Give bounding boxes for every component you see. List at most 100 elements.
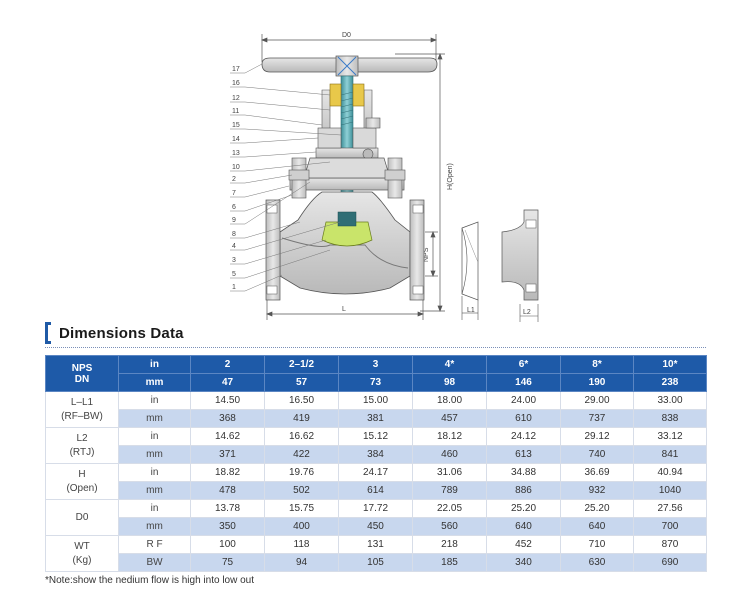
table-cell: 340 bbox=[486, 553, 561, 572]
callout-6: 6 bbox=[232, 204, 236, 211]
callout-9: 9 bbox=[232, 217, 236, 224]
table-cell: 14.50 bbox=[190, 391, 265, 410]
table-cell: 841 bbox=[633, 445, 707, 464]
header-size-in: 2–1/2 bbox=[264, 355, 339, 374]
table-cell: 450 bbox=[338, 517, 413, 536]
row-unit: mm bbox=[118, 517, 191, 536]
row-unit: mm bbox=[118, 445, 191, 464]
table-cell: 15.75 bbox=[264, 499, 339, 518]
footnote: *Note:show the nedium flow is high into … bbox=[45, 575, 255, 586]
bonnet bbox=[288, 157, 406, 199]
table-cell: 18.82 bbox=[190, 463, 265, 482]
h-open-dimension bbox=[395, 53, 445, 312]
table-cell: 25.20 bbox=[486, 499, 561, 518]
header-size-mm: 146 bbox=[486, 373, 561, 392]
table-cell: 838 bbox=[633, 409, 707, 428]
table-cell: 18.12 bbox=[412, 427, 487, 446]
nps-dim-label: NPS bbox=[423, 247, 430, 262]
table-cell: 24.12 bbox=[486, 427, 561, 446]
table-cell: 460 bbox=[412, 445, 487, 464]
title-divider bbox=[45, 347, 706, 348]
table-cell: 33.12 bbox=[633, 427, 707, 446]
callout-5: 5 bbox=[232, 271, 236, 278]
callout-14: 14 bbox=[232, 136, 240, 143]
header-size-mm: 47 bbox=[190, 373, 265, 392]
row-unit: in bbox=[118, 499, 191, 518]
table-cell: 36.69 bbox=[560, 463, 634, 482]
header-unit-in: in bbox=[118, 355, 191, 374]
callout-leaders bbox=[230, 63, 342, 292]
table-cell: 24.17 bbox=[338, 463, 413, 482]
table-cell: 34.88 bbox=[486, 463, 561, 482]
callout-13: 13 bbox=[232, 150, 240, 157]
table-cell: 371 bbox=[190, 445, 265, 464]
d0-dimension bbox=[261, 34, 437, 62]
header-size-mm: 73 bbox=[338, 373, 413, 392]
table-cell: 16.62 bbox=[264, 427, 339, 446]
table-cell: 15.00 bbox=[338, 391, 413, 410]
header-size-in: 3 bbox=[338, 355, 413, 374]
yoke bbox=[315, 83, 381, 160]
header-size-in: 4* bbox=[412, 355, 487, 374]
title-bracket bbox=[45, 322, 51, 344]
row-unit: R F bbox=[118, 535, 191, 554]
d0-dim-label: D0 bbox=[342, 32, 351, 39]
table-cell: 14.62 bbox=[190, 427, 265, 446]
table-cell: 419 bbox=[264, 409, 339, 428]
table-cell: 1040 bbox=[633, 481, 707, 500]
row-unit: in bbox=[118, 391, 191, 410]
callout-7: 7 bbox=[232, 190, 236, 197]
handwheel bbox=[261, 55, 438, 77]
callout-17: 17 bbox=[232, 66, 240, 73]
table-cell: 740 bbox=[560, 445, 634, 464]
table-cell: 218 bbox=[412, 535, 487, 554]
row-label-sub: (Open) bbox=[66, 482, 98, 494]
header-size-in: 10* bbox=[633, 355, 707, 374]
l1-dim-label: L1 bbox=[467, 307, 475, 314]
row-label-main: D0 bbox=[75, 511, 89, 523]
callout-15: 15 bbox=[232, 122, 240, 129]
header-unit-mm: mm bbox=[118, 373, 191, 392]
table-cell: 33.00 bbox=[633, 391, 707, 410]
row-label-sub: (RF–BW) bbox=[61, 410, 103, 422]
table-cell: 75 bbox=[190, 553, 265, 572]
table-cell: 932 bbox=[560, 481, 634, 500]
table-cell: 789 bbox=[412, 481, 487, 500]
row-group-label: H(Open) bbox=[45, 463, 119, 500]
table-cell: 381 bbox=[338, 409, 413, 428]
row-group-label: L–L1(RF–BW) bbox=[45, 391, 119, 428]
table-cell: 131 bbox=[338, 535, 413, 554]
table-cell: 457 bbox=[412, 409, 487, 428]
table-cell: 100 bbox=[190, 535, 265, 554]
section-title-text: Dimensions Data bbox=[59, 324, 184, 342]
row-unit: in bbox=[118, 463, 191, 482]
nps-dimension bbox=[425, 231, 438, 277]
table-cell: 18.00 bbox=[412, 391, 487, 410]
row-label-sub: (RTJ) bbox=[69, 446, 95, 458]
table-cell: 350 bbox=[190, 517, 265, 536]
table-cell: 13.78 bbox=[190, 499, 265, 518]
callout-3: 3 bbox=[232, 257, 236, 264]
row-group-label: WT(Kg) bbox=[45, 535, 119, 572]
table-cell: 710 bbox=[560, 535, 634, 554]
header-size-mm: 57 bbox=[264, 373, 339, 392]
callout-12: 12 bbox=[232, 95, 240, 102]
table-cell: 614 bbox=[338, 481, 413, 500]
table-cell: 94 bbox=[264, 553, 339, 572]
table-cell: 640 bbox=[560, 517, 634, 536]
l2-dim-label: L2 bbox=[523, 309, 531, 316]
header-nps: NPS bbox=[71, 362, 93, 374]
table-cell: 29.00 bbox=[560, 391, 634, 410]
table-cell: 452 bbox=[486, 535, 561, 554]
callout-labels: 17 16 12 11 15 14 13 10 2 7 6 9 8 4 3 5 … bbox=[232, 66, 240, 291]
header-size-in: 8* bbox=[560, 355, 634, 374]
